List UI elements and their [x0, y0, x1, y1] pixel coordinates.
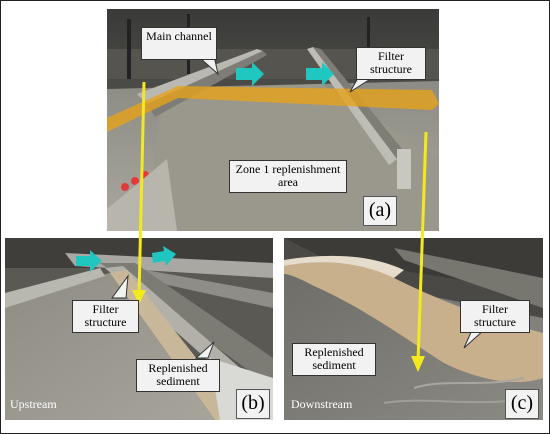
upstream-label: Upstream: [10, 397, 57, 411]
replenished-sediment-callout-b: Replenished sediment: [136, 359, 220, 392]
downstream-label: Downstream: [291, 397, 353, 411]
panel-letter-a: (a): [363, 196, 397, 226]
panel-letter-b: (b): [236, 389, 270, 419]
panel-b-scene: [5, 238, 273, 420]
main-channel-callout: Main channel: [141, 27, 217, 60]
zone-1-callout: Zone 1 replenishment area: [229, 160, 347, 193]
replenished-sediment-callout-c: Replenished sediment: [292, 343, 376, 376]
filter-structure-callout-c: Filter structure: [460, 300, 530, 333]
filter-structure-callout-b: Filter structure: [72, 300, 139, 333]
photo-panel-b: [5, 238, 273, 420]
filter-structure-callout-a: Filter structure: [356, 47, 426, 80]
panel-letter-c: (c): [505, 389, 539, 419]
